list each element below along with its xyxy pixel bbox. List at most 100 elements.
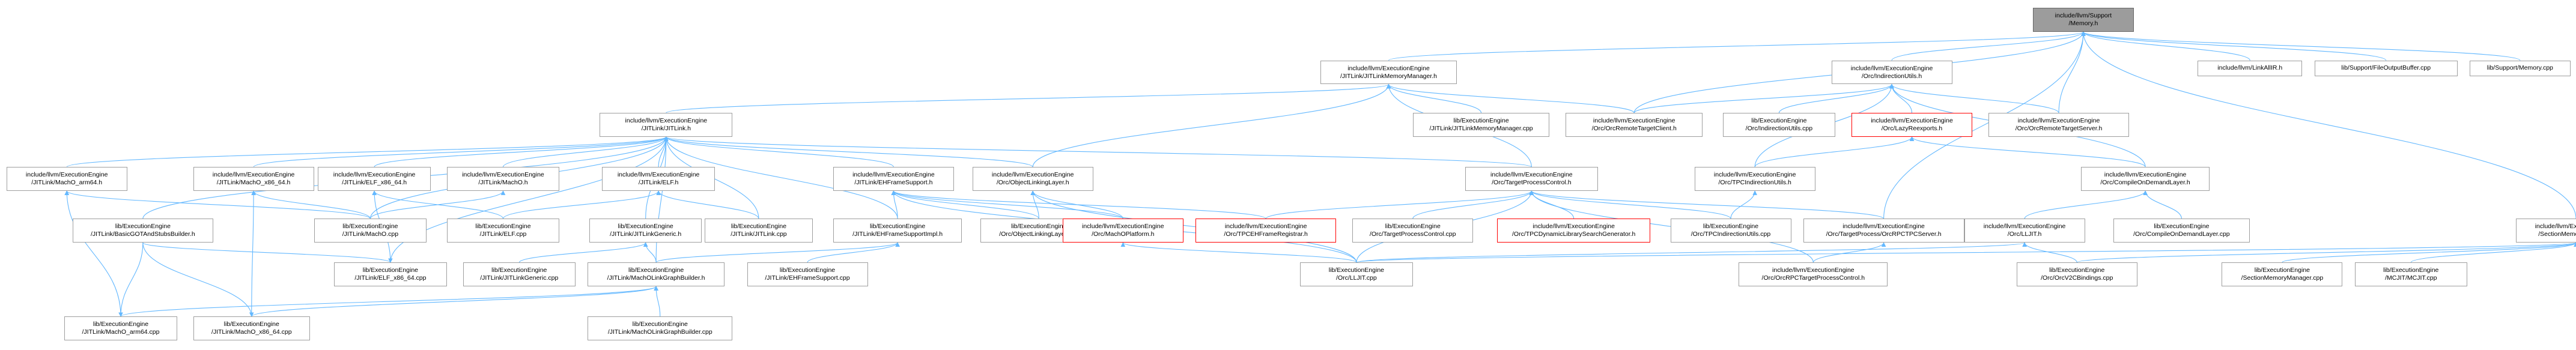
dependency-edge — [1265, 190, 1534, 219]
graph-node-compile-on-demand-layer-h[interactable]: include/llvm/ExecutionEngine/Orc/Compile… — [2080, 167, 2210, 191]
dependency-edge — [2081, 31, 2521, 61]
graph-node-macho-cpp[interactable]: lib/ExecutionEngine/JITLink/MachO.cpp — [314, 219, 427, 243]
graph-node-label: /JITLink/JITLinkMemoryManager.cpp — [1429, 125, 1533, 133]
dependency-edge — [2081, 31, 2250, 61]
graph-node-macho-h[interactable]: include/llvm/ExecutionEngine/JITLink/Mac… — [446, 167, 560, 191]
graph-node-tpc-dynamic-library-search-generator-h[interactable]: include/llvm/ExecutionEngine/Orc/TPCDyna… — [1497, 219, 1650, 243]
graph-node-label: lib/Support/FileOutputBuffer.cpp — [2341, 64, 2431, 72]
dependency-edge — [251, 286, 658, 317]
graph-node-section-memory-manager-cpp[interactable]: lib/ExecutionEngine/SectionMemoryManager… — [2222, 262, 2343, 286]
graph-node-basic-got-stubs-builder-h[interactable]: lib/ExecutionEngine/JITLink/BasicGOTAndS… — [72, 219, 214, 243]
graph-node-label: include/llvm/ExecutionEngine — [1983, 223, 2066, 231]
graph-node-eh-frame-support-h[interactable]: include/llvm/ExecutionEngine/JITLink/EHF… — [833, 167, 954, 191]
graph-node-jitlink-cpp[interactable]: lib/ExecutionEngine/JITLink/JITLink.cpp — [704, 219, 813, 243]
graph-node-label: lib/ExecutionEngine — [1328, 267, 1384, 274]
graph-node-jitlink-h[interactable]: include/llvm/ExecutionEngine/JITLink/JIT… — [600, 113, 733, 137]
graph-node-macho-arm64-cpp[interactable]: lib/ExecutionEngine/JITLink/MachO_arm64.… — [64, 316, 177, 341]
dependency-edge — [655, 136, 669, 263]
graph-node-jitlink-generic-cpp[interactable]: lib/ExecutionEngine/JITLink/JITLinkGener… — [463, 262, 576, 286]
graph-node-label: include/llvm/ExecutionEngine — [25, 171, 108, 179]
graph-node-label: include/llvm/ExecutionEngine — [625, 117, 708, 125]
graph-node-orc-remote-target-server-h[interactable]: include/llvm/ExecutionEngine/Orc/OrcRemo… — [1988, 113, 2130, 137]
graph-node-eh-frame-support-impl-h[interactable]: lib/ExecutionEngine/JITLink/EHFrameSuppo… — [833, 219, 962, 243]
graph-node-section-memory-manager-h[interactable]: include/llvm/ExecutionEngine/SectionMemo… — [2515, 219, 2576, 243]
graph-node-jitlink-mm-h[interactable]: include/llvm/ExecutionEngine/JITLink/JIT… — [1320, 60, 1457, 85]
graph-node-lazy-reexports-h[interactable]: include/llvm/ExecutionEngine/Orc/LazyRee… — [1852, 113, 1972, 137]
dependency-edge — [1883, 31, 2086, 219]
graph-node-macho-x86-64-cpp[interactable]: lib/ExecutionEngine/JITLink/MachO_x86_64… — [193, 316, 310, 341]
graph-node-tpc-eh-frame-registrar-h[interactable]: include/llvm/ExecutionEngine/Orc/TPCEHFr… — [1195, 219, 1337, 243]
graph-node-label: /JITLink/ELF.h — [638, 179, 679, 187]
graph-node-label: /Orc/OrcRPCTargetProcessControl.h — [1761, 274, 1865, 282]
graph-node-lljit-cpp[interactable]: lib/ExecutionEngine/Orc/LLJIT.cpp — [1300, 262, 1413, 286]
dependency-edge — [1891, 31, 2086, 61]
dependency-edge — [891, 190, 898, 219]
dependency-edge — [502, 136, 669, 167]
graph-node-orc-remote-target-client-h[interactable]: include/llvm/ExecutionEngine/Orc/OrcRemo… — [1566, 113, 1703, 137]
graph-node-macho-x86-64-h[interactable]: include/llvm/ExecutionEngine/JITLink/Mac… — [193, 167, 314, 191]
graph-node-object-linking-layer-h[interactable]: include/llvm/ExecutionEngine/Orc/ObjectL… — [972, 167, 1093, 191]
dependency-edge — [1412, 190, 1534, 219]
dependency-edge — [1730, 190, 1758, 219]
graph-node-label: include/llvm/ExecutionEngine — [1842, 223, 1925, 231]
graph-node-macho-platform-h[interactable]: include/llvm/ExecutionEngine/Orc/MachOPl… — [1062, 219, 1183, 243]
graph-node-eh-frame-support-cpp[interactable]: lib/ExecutionEngine/JITLink/EHFrameSuppo… — [747, 262, 868, 286]
graph-node-label: include/llvm/ExecutionEngine — [1850, 64, 1933, 72]
graph-node-jitlink-mm-cpp[interactable]: lib/ExecutionEngine/JITLink/JITLinkMemor… — [1412, 113, 1550, 137]
graph-node-indirection-utils-h[interactable]: include/llvm/ExecutionEngine/Orc/Indirec… — [1831, 60, 1952, 85]
graph-node-label: include/llvm/ExecutionEngine — [991, 171, 1074, 179]
graph-node-lljit-h[interactable]: include/llvm/ExecutionEngine/Orc/LLJIT.h — [1964, 219, 2085, 243]
graph-node-indirection-utils-cpp[interactable]: lib/ExecutionEngine/Orc/IndirectionUtils… — [1722, 113, 1836, 137]
dependency-edge — [2081, 31, 2576, 219]
dependency-edge — [2058, 31, 2086, 113]
graph-node-macho-link-graph-builder-cpp[interactable]: lib/ExecutionEngine/JITLink/MachOLinkGra… — [588, 316, 733, 341]
graph-node-label: /JITLink/JITLink.h — [641, 125, 691, 133]
dependency-edge — [1388, 31, 2086, 61]
graph-node-orc-v2-c-bindings-cpp[interactable]: lib/ExecutionEngine/Orc/OrcV2CBindings.c… — [2016, 262, 2137, 286]
graph-node-orc-rpc-tpc-server-h[interactable]: include/llvm/ExecutionEngine/Orc/TargetP… — [1803, 219, 1964, 243]
graph-node-label: include/llvm/ExecutionEngine — [2535, 223, 2576, 231]
graph-node-elf-x86-64-h[interactable]: include/llvm/ExecutionEngine/JITLink/ELF… — [318, 167, 431, 191]
dependency-edge — [654, 286, 661, 317]
graph-node-label: lib/ExecutionEngine — [2154, 223, 2210, 231]
dependency-edge — [655, 242, 900, 263]
graph-node-orc-rpc-target-process-control-h[interactable]: include/llvm/ExecutionEngine/Orc/OrcRPCT… — [1739, 262, 1888, 286]
graph-node-label: /Orc/TPCDynamicLibrarySearchGenerator.h — [1511, 231, 1636, 238]
graph-node-label: /SectionMemoryManager.cpp — [2241, 274, 2324, 282]
dependency-edge — [369, 190, 506, 219]
dependency-edge — [390, 136, 669, 263]
graph-node-memory-h: include/llvm/Support/Memory.h — [2032, 8, 2134, 32]
graph-node-elf-x86-64-cpp[interactable]: lib/ExecutionEngine/JITLink/ELF_x86_64.c… — [334, 262, 447, 286]
graph-node-macho-arm64-h[interactable]: include/llvm/ExecutionEngine/JITLink/Mac… — [6, 167, 127, 191]
graph-node-target-process-control-cpp[interactable]: lib/ExecutionEngine/Orc/TargetProcessCon… — [1352, 219, 1474, 243]
graph-node-label: lib/ExecutionEngine — [223, 321, 279, 328]
dependency-edge — [656, 190, 759, 219]
dependency-edge — [64, 190, 121, 317]
graph-node-elf-h[interactable]: include/llvm/ExecutionEngine/JITLink/ELF… — [602, 167, 715, 191]
dependency-edge — [251, 190, 256, 317]
graph-node-target-process-control-h[interactable]: include/llvm/ExecutionEngine/Orc/TargetP… — [1465, 167, 1598, 191]
graph-node-elf-cpp[interactable]: lib/ExecutionEngine/JITLink/ELF.cpp — [446, 219, 560, 243]
graph-node-label: lib/ExecutionEngine — [731, 223, 787, 231]
graph-node-jitlink-generic-h[interactable]: lib/ExecutionEngine/JITLink/JITLinkGener… — [589, 219, 702, 243]
graph-node-tpc-indirection-utils-cpp[interactable]: lib/ExecutionEngine/Orc/TPCIndirectionUt… — [1670, 219, 1791, 243]
dependency-edge — [1633, 83, 1894, 113]
graph-node-label: /Orc/LLJIT.h — [2007, 231, 2042, 238]
graph-node-mcjit-rtdyld-cpp[interactable]: lib/ExecutionEngine/MCJIT/MCJIT.cpp — [2354, 262, 2468, 286]
graph-node-label: /JITLink/BasicGOTAndStubsBuilder.h — [90, 231, 195, 238]
graph-node-label: lib/ExecutionEngine — [2049, 267, 2105, 274]
graph-node-label: include/llvm/ExecutionEngine — [462, 171, 544, 179]
graph-node-label: include/llvm/ExecutionEngine — [1772, 267, 1855, 274]
graph-node-compile-on-demand-layer-cpp[interactable]: lib/ExecutionEngine/Orc/CompileOnDemandL… — [2113, 219, 2250, 243]
graph-node-tpc-indirection-utils-h[interactable]: include/llvm/ExecutionEngine/Orc/TPCIndi… — [1694, 167, 1815, 191]
graph-node-label: include/llvm/Support — [2055, 12, 2112, 20]
graph-node-label: /JITLink/JITLinkGeneric.cpp — [480, 274, 559, 282]
dependency-edge — [1529, 190, 1731, 219]
graph-node-link-all-ir-h[interactable]: include/llvm/LinkAllIR.h — [2198, 60, 2303, 77]
graph-node-macho-link-graph-builder-h[interactable]: lib/ExecutionEngine/JITLink/MachOLinkGra… — [588, 262, 724, 286]
graph-node-memory-cpp[interactable]: lib/Support/Memory.cpp — [2470, 60, 2571, 77]
graph-node-file-output-buffer-cpp[interactable]: lib/Support/FileOutputBuffer.cpp — [2314, 60, 2458, 77]
graph-node-label: /JITLink/MachO.h — [478, 179, 528, 187]
graph-node-label: /JITLink/MachOLinkGraphBuilder.cpp — [607, 328, 712, 336]
graph-node-label: lib/ExecutionEngine — [2383, 267, 2439, 274]
